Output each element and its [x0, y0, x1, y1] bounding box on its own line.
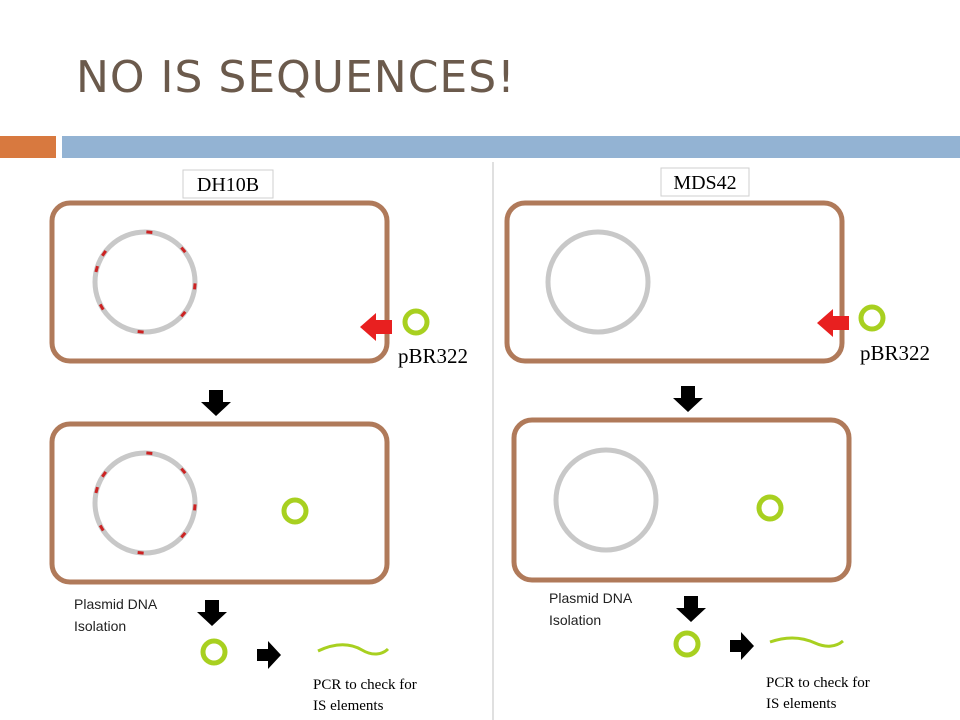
isolation-label-line2: Isolation — [549, 612, 601, 628]
panel-dh10b: DH10B pBR322 Plasmid DNA Isolation PCR t… — [49, 169, 468, 714]
black-arrow-down-icon — [673, 386, 703, 412]
pcr-label-line1: PCR to check for — [766, 675, 870, 691]
chromosome-top — [92, 229, 198, 335]
is-element-mark — [193, 504, 197, 511]
pcr-product-strand — [769, 636, 844, 648]
isolated-plasmid — [673, 630, 701, 658]
red-arrow-left-icon — [360, 313, 392, 341]
is-element-mark — [137, 330, 144, 334]
slide-title: NO IS SEQUENCES! — [76, 52, 516, 103]
pcr-label-line2: IS elements — [766, 696, 837, 712]
isolation-label-line2: Isolation — [74, 618, 126, 634]
cell-bottom — [511, 417, 852, 583]
black-arrow-right-icon — [257, 641, 281, 669]
cell-top — [49, 200, 390, 364]
is-element-mark — [180, 246, 187, 254]
black-arrow-down-icon — [197, 600, 227, 626]
is-element-mark — [146, 451, 153, 455]
is-element-mark — [101, 250, 107, 257]
black-arrow-down-icon — [676, 596, 706, 622]
is-element-mark — [193, 283, 197, 290]
plasmid-inside — [756, 494, 784, 522]
plasmid-inside — [281, 497, 309, 525]
plasmid-outside — [858, 304, 886, 332]
is-element-mark — [98, 303, 105, 311]
is-elements-top — [94, 230, 197, 334]
strain-label: DH10B — [197, 174, 259, 196]
is-element-mark — [146, 230, 153, 234]
chromosome-top — [545, 229, 651, 335]
red-arrow-left-icon — [817, 309, 849, 337]
is-element-mark — [94, 265, 99, 273]
is-element-mark — [101, 471, 107, 478]
strain-label-box — [660, 167, 750, 197]
accent-bar-blue — [62, 136, 960, 158]
pcr-product-strand — [317, 643, 390, 656]
pcr-label-line2: IS elements — [313, 698, 384, 714]
is-element-mark — [180, 467, 187, 475]
plasmid-outside — [402, 308, 430, 336]
strain-label-box — [182, 169, 274, 199]
isolation-label-line1: Plasmid DNA — [74, 596, 158, 612]
black-arrow-right-icon — [730, 632, 754, 660]
chromosome-bottom — [92, 450, 198, 556]
is-element-mark — [137, 551, 144, 555]
is-element-mark — [98, 524, 105, 532]
isolation-label-line1: Plasmid DNA — [549, 590, 633, 606]
panel-mds42: MDS42 pBR322 Plasmid DNA Isolation PCR t… — [504, 167, 930, 712]
strain-label: MDS42 — [673, 172, 736, 194]
isolated-plasmid — [200, 638, 228, 666]
black-arrow-down-icon — [201, 390, 231, 416]
pcr-label-line1: PCR to check for — [313, 677, 417, 693]
cell-top — [504, 200, 845, 364]
is-element-mark — [180, 531, 187, 539]
accent-bar-orange — [0, 136, 56, 158]
plasmid-label: pBR322 — [860, 341, 930, 365]
is-element-mark — [94, 486, 99, 494]
is-element-mark — [180, 310, 187, 318]
is-elements-bottom — [94, 451, 197, 555]
cell-bottom — [49, 421, 390, 585]
plasmid-label: pBR322 — [398, 344, 468, 368]
chromosome-bottom — [553, 447, 659, 553]
